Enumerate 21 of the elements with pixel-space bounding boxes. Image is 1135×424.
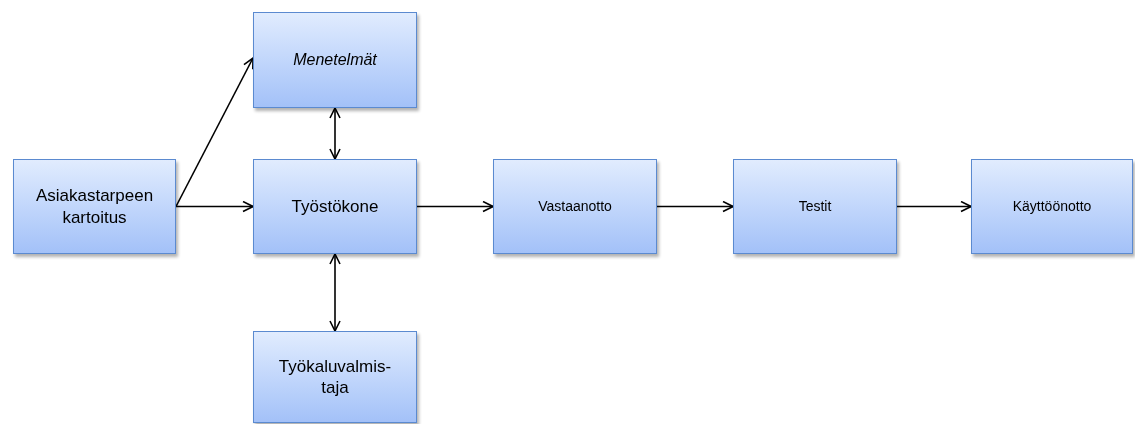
arrow xyxy=(329,107,341,160)
arrow xyxy=(175,200,254,213)
box-label: Työkaluvalmis- taja xyxy=(277,355,393,399)
arrow xyxy=(416,200,494,213)
box-label: Käyttöönotto xyxy=(1012,197,1092,216)
process-box xyxy=(493,159,657,254)
box-label: Asiakastarpeen kartoitus xyxy=(34,185,155,228)
box-label: Työstökone xyxy=(291,195,379,218)
process-box xyxy=(13,159,176,254)
process-box xyxy=(253,159,417,254)
process-box xyxy=(253,331,417,423)
arrow xyxy=(896,200,972,213)
process-box xyxy=(733,159,897,254)
box-label: Vastaanotto xyxy=(538,197,612,216)
process-box xyxy=(253,12,417,108)
process-box xyxy=(971,159,1133,254)
box-label: Menetelmät xyxy=(293,50,377,70)
arrow xyxy=(175,57,254,208)
arrow xyxy=(329,253,341,332)
box-label: Testit xyxy=(798,197,832,216)
arrow xyxy=(656,200,734,213)
